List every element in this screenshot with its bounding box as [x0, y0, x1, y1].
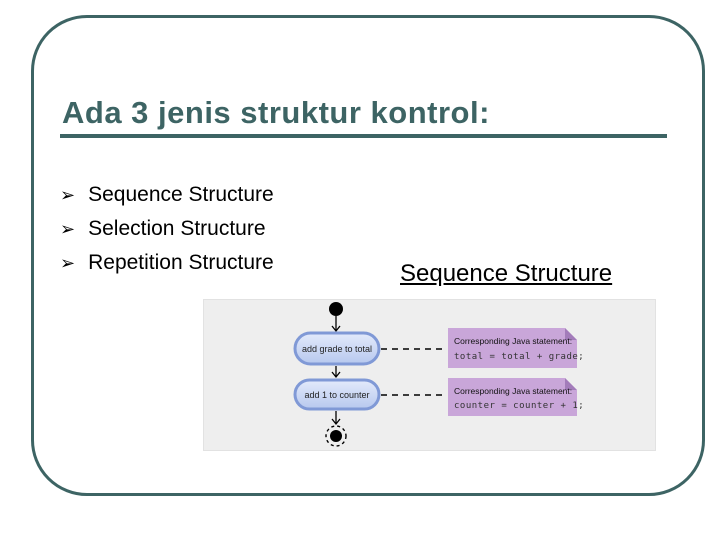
slide-border — [31, 15, 705, 496]
bullet-item-selection: ➢ Selection Structure — [60, 212, 274, 246]
bullet-label: Sequence Structure — [88, 183, 274, 206]
title-underline-rule — [60, 134, 667, 138]
arrowhead-icon — [331, 325, 341, 333]
action-state-1-label: add grade to total — [302, 344, 372, 354]
bullet-list: ➢ Sequence Structure ➢ Selection Structu… — [60, 178, 274, 280]
activity-diagram: add grade to total add 1 to counter Corr… — [293, 302, 584, 447]
bullet-item-repetition: ➢ Repetition Structure — [60, 246, 274, 280]
activity-diagram-panel: add grade to total add 1 to counter Corr… — [203, 299, 656, 451]
note-1-heading: Corresponding Java statement: — [454, 336, 572, 346]
note-2 — [448, 378, 577, 416]
arrow-bullet-icon: ➢ — [60, 253, 76, 273]
slide-title: Ada 3 jenis struktur kontrol: — [62, 94, 490, 130]
note-2-code: counter = counter + 1; — [454, 401, 584, 411]
action-state-2-label: add 1 to counter — [304, 390, 369, 400]
action-state-2 — [293, 378, 381, 411]
final-node — [330, 430, 342, 442]
action-state-1 — [293, 331, 381, 366]
section-heading: Sequence Structure — [400, 260, 613, 287]
bullet-label: Repetition Structure — [88, 251, 274, 274]
arrowhead-icon — [331, 371, 341, 379]
initial-node — [329, 302, 343, 316]
note-corner-fold-icon — [565, 378, 577, 390]
arrowhead-icon — [331, 418, 341, 426]
bullet-label: Selection Structure — [88, 217, 266, 240]
note-1 — [448, 328, 577, 368]
note-1-code: total = total + grade; — [454, 352, 584, 362]
arrow-bullet-icon: ➢ — [60, 219, 76, 239]
final-node-ring — [325, 425, 347, 447]
note-corner-fold-icon — [565, 328, 577, 340]
bullet-item-sequence: ➢ Sequence Structure — [60, 178, 274, 212]
arrow-bullet-icon: ➢ — [60, 185, 76, 205]
note-2-heading: Corresponding Java statement: — [454, 386, 572, 396]
